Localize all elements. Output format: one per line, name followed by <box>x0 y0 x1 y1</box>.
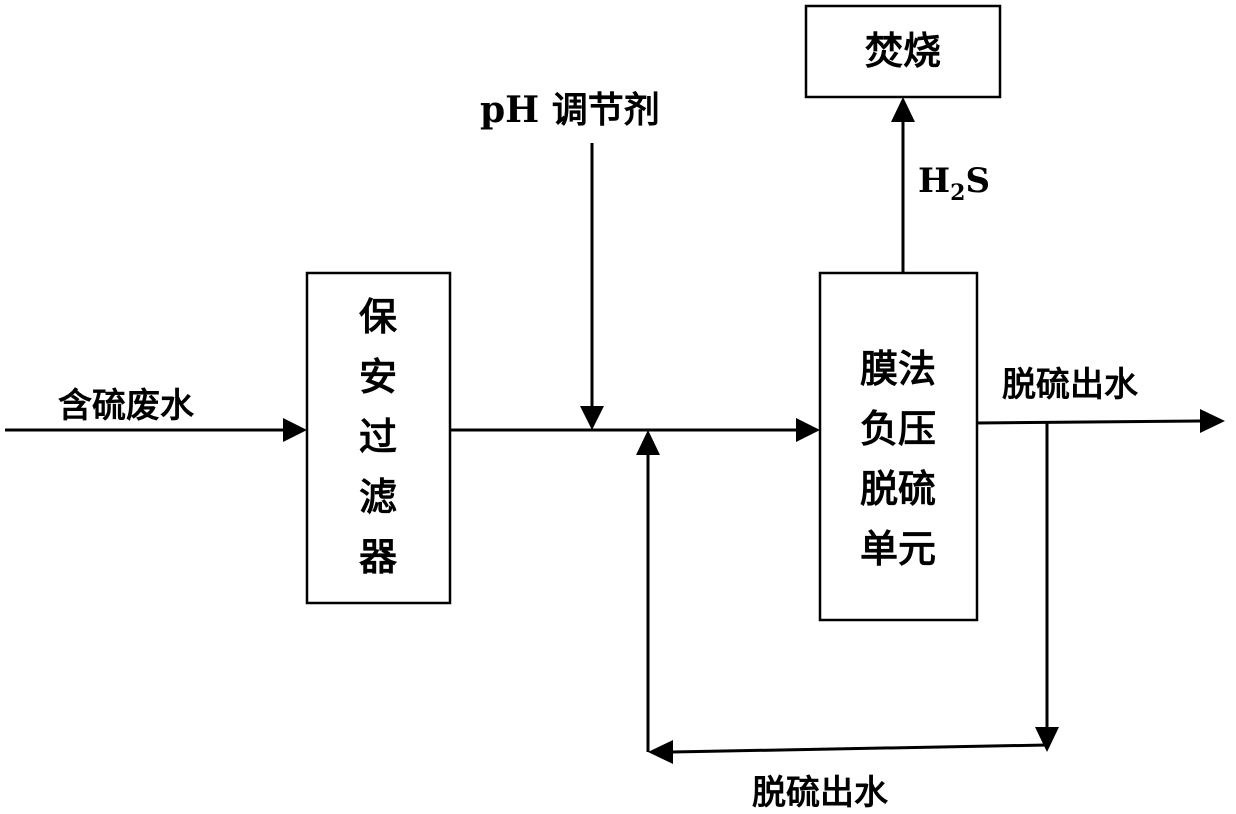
outlet-label: 脱硫出水 <box>1002 365 1139 405</box>
filter-label-line-1: 保 <box>359 294 398 339</box>
h2s-label-tail: S <box>965 161 990 201</box>
outlet-arrow <box>1200 409 1225 433</box>
ph-regulator-label: pH 调节剂 <box>480 89 660 131</box>
security-filter-box <box>305 271 452 605</box>
incineration-box <box>804 4 1002 99</box>
outlet-line <box>976 419 1201 425</box>
recycle-left-arrow <box>648 740 673 764</box>
filter-label-line-3: 过 <box>359 414 397 459</box>
h2s-arrow <box>891 97 915 122</box>
membrane-inlet-arrow <box>796 418 820 442</box>
incineration-label: 焚烧 <box>865 28 941 73</box>
membrane-label-line-4: 单元 <box>860 526 936 571</box>
membrane-label-line-3: 脱硫 <box>860 466 936 511</box>
filter-label-line-2: 安 <box>359 354 397 399</box>
recycle-down-arrow <box>1035 727 1059 752</box>
recycle-bottom-line <box>671 743 1048 754</box>
membrane-label-line-1: 膜法 <box>860 346 936 391</box>
recycle-up-arrow <box>636 430 660 455</box>
ph-feed-arrow <box>580 406 604 430</box>
inlet-label: 含硫废水 <box>58 386 195 426</box>
recycle-label: 脱硫出水 <box>752 773 889 813</box>
membrane-label-line-2: 负压 <box>860 406 936 451</box>
membrane-desulfurization-box <box>818 271 979 622</box>
filter-label-line-5: 器 <box>359 534 398 579</box>
h2s-label-subscript: 2 <box>950 180 965 206</box>
filter-label-line-4: 滤 <box>359 474 397 519</box>
inlet-arrow <box>283 418 307 442</box>
h2s-label: H2S <box>918 161 990 206</box>
h2s-label-main: H <box>918 161 950 201</box>
